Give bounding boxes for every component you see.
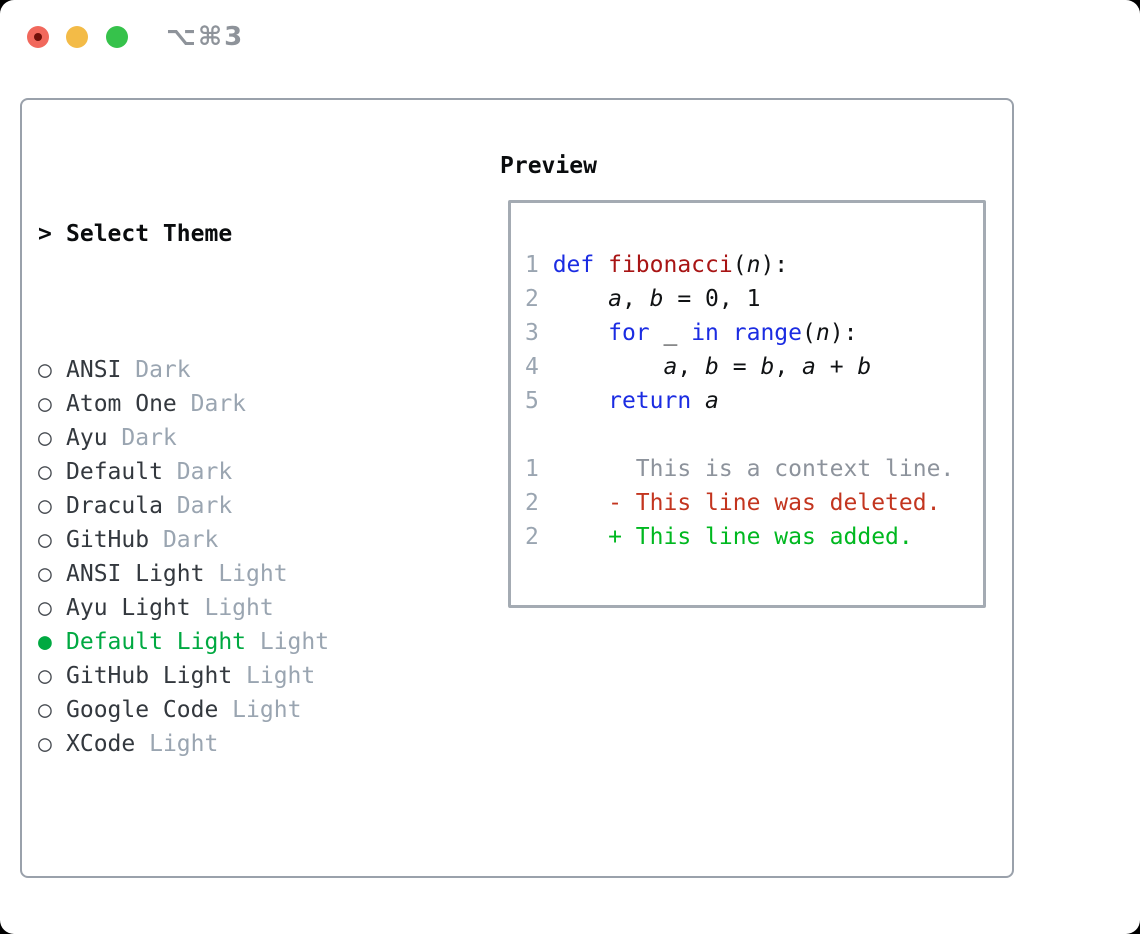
minimize-button[interactable]	[66, 26, 88, 48]
theme-item[interactable]: ○ANSI Light Light	[38, 561, 288, 587]
window-title: ⌥⌘3	[166, 22, 245, 52]
focus-cursor-icon: >	[38, 221, 52, 247]
settings-panel: >Select Theme ○ANSI Dark○Atom One Dark○A…	[20, 98, 1014, 878]
theme-item[interactable]: ●Default Light Light	[38, 629, 330, 655]
diff-line: 2 - This line was deleted.	[525, 490, 941, 516]
theme-item[interactable]: ○Dracula Dark	[38, 493, 233, 519]
theme-list: ○ANSI Dark ○Atom One Dark ○Ayu Dark ○Defaul…	[38, 353, 426, 761]
code-line: 4 a, b = b, a + b	[525, 354, 872, 380]
code-line: 3 for _ in range(n):	[525, 320, 858, 346]
theme-item[interactable]: ○Ayu Light Light	[38, 595, 274, 621]
theme-item[interactable]: ○Default Dark	[38, 459, 233, 485]
preview-title: Preview	[500, 153, 597, 179]
theme-item[interactable]: ○GitHub Light Light	[38, 663, 316, 689]
close-active-dot-icon	[34, 33, 42, 41]
theme-item[interactable]: ○XCode Light	[38, 731, 219, 757]
code-block: 1 def fibonacci(n): 2 a, b = 0, 1 3 for _ …	[525, 248, 954, 554]
select-theme-title: Select Theme	[66, 221, 233, 247]
spacer-row	[38, 863, 426, 897]
code-line: 5 return a	[525, 388, 719, 414]
diff-line: 1 This is a context line.	[525, 456, 955, 482]
select-theme-header: > Select Theme	[38, 217, 426, 251]
theme-item[interactable]: ○ANSI Dark	[38, 357, 191, 383]
close-button[interactable]	[27, 26, 49, 48]
theme-item[interactable]: ○Google Code Light	[38, 697, 302, 723]
spacer-row	[525, 418, 954, 452]
preview-pane: 1 def fibonacci(n): 2 a, b = 0, 1 3 for _ …	[508, 200, 986, 608]
theme-item[interactable]: ○Atom One Dark	[38, 391, 247, 417]
theme-item[interactable]: ○GitHub Dark	[38, 527, 219, 553]
code-line: 1 def fibonacci(n):	[525, 252, 789, 278]
left-column: >Select Theme ○ANSI Dark○Atom One Dark○A…	[38, 149, 426, 934]
theme-item[interactable]: ○Ayu Dark	[38, 425, 177, 451]
zoom-button[interactable]	[106, 26, 128, 48]
diff-line: 2 + This line was added.	[525, 524, 913, 550]
code-line: 2 a, b = 0, 1	[525, 286, 761, 312]
